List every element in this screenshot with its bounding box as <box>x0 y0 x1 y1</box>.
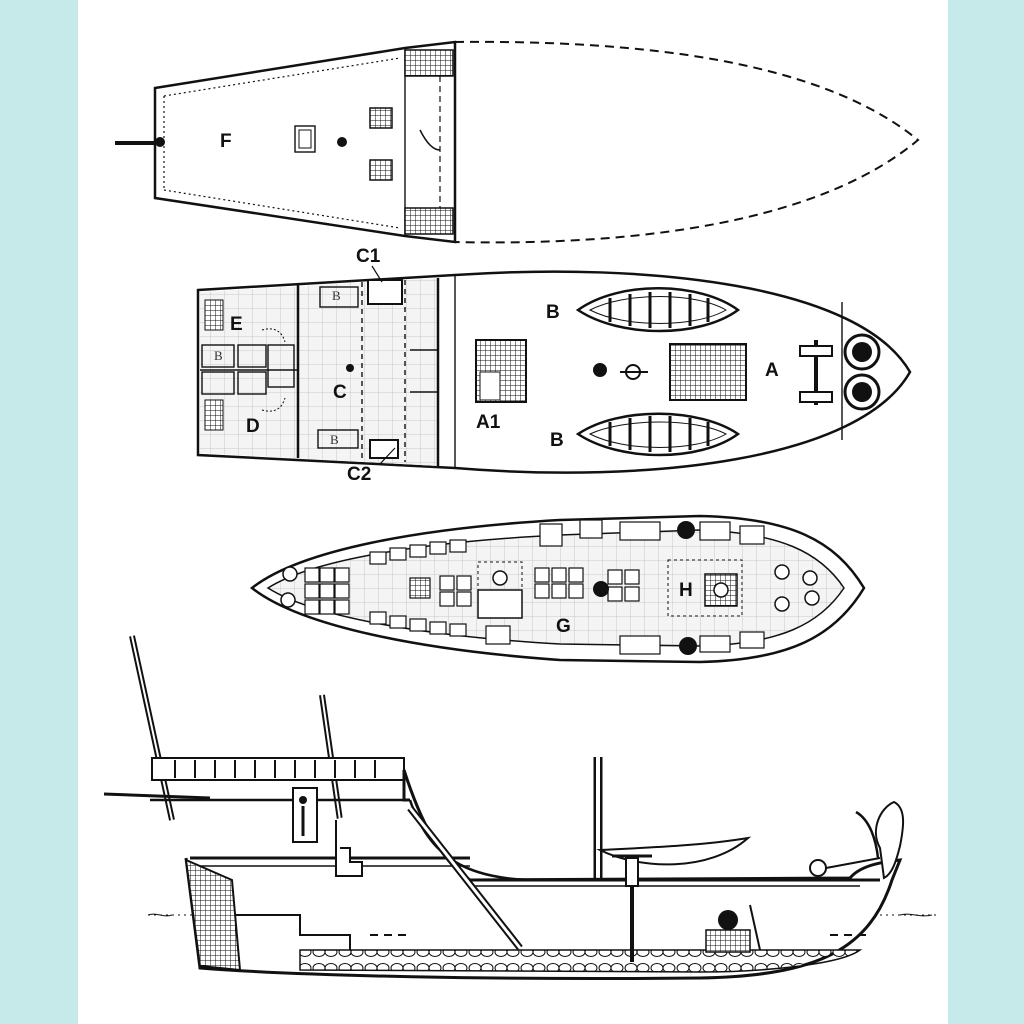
berth-label: B <box>214 348 223 363</box>
main-deck-plan: A A1 B B C C1 C2 D E B B B <box>196 246 912 485</box>
label-F: F <box>220 131 232 152</box>
ship-boat-icon <box>575 287 741 333</box>
label-C2: C2 <box>347 464 371 485</box>
ship-boat-icon <box>575 412 741 457</box>
label-C: C <box>333 382 347 403</box>
label-C1: C1 <box>356 246 381 267</box>
label-B-starboard: B <box>550 430 564 451</box>
label-H: H <box>679 580 693 601</box>
berth-label: B <box>332 288 341 303</box>
label-D: D <box>246 416 260 437</box>
hold-plan: G H <box>249 514 866 664</box>
label-A1: A1 <box>476 412 501 433</box>
poop-deck-plan: F <box>115 40 920 244</box>
label-B-port: B <box>546 302 560 323</box>
label-G: G <box>556 616 571 637</box>
side-elevation <box>103 635 940 981</box>
stair-icon <box>404 49 454 77</box>
label-E: E <box>230 314 243 335</box>
berth-label: B <box>330 432 339 447</box>
stair-icon <box>404 207 454 235</box>
label-A: A <box>765 360 779 381</box>
ship-boat-icon <box>596 836 752 866</box>
figurehead-icon <box>875 800 905 880</box>
